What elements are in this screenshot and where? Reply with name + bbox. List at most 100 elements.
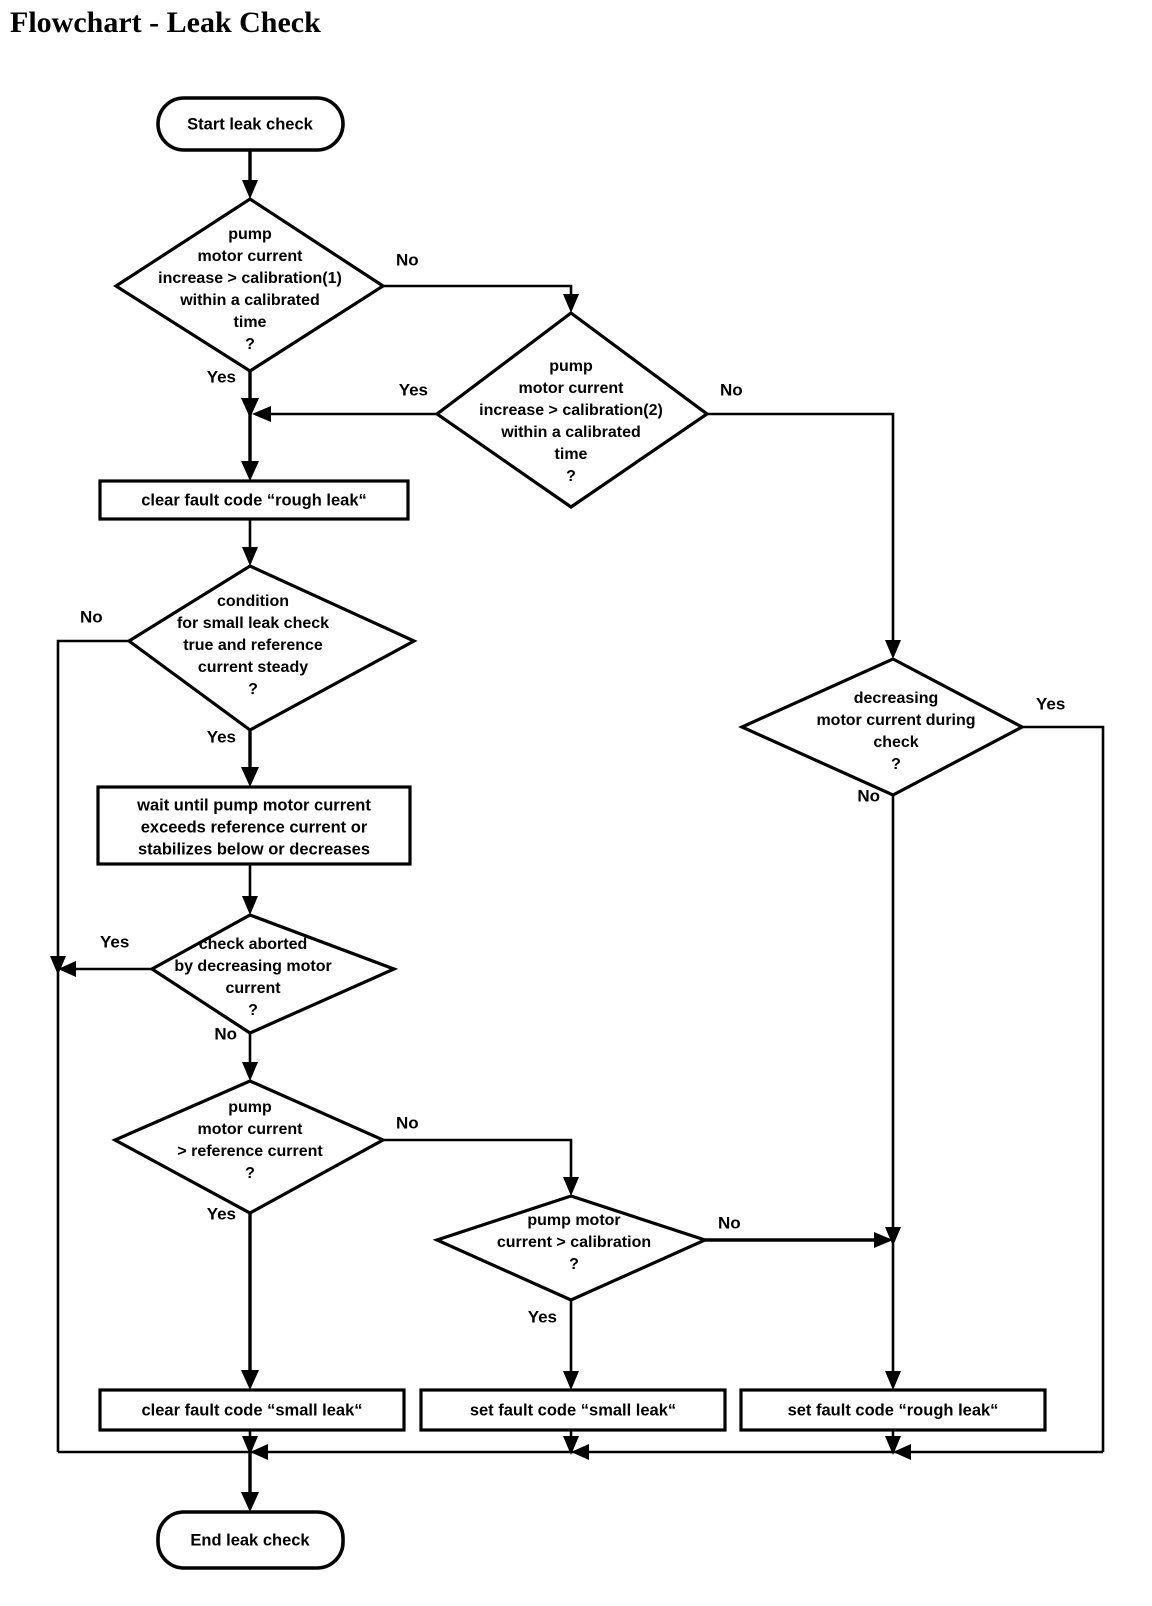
p5-box-shape [739,1388,1047,1432]
edge-d1-no [383,284,573,300]
node-process-set-small-leak[interactable]: set fault code “small leak“ [419,1388,727,1432]
end-label: End leak check [190,1531,310,1549]
arrowhead-d1-no [563,294,579,313]
d5-line-3: > reference current [177,1143,323,1160]
edge-label-d3-yes: Yes [207,727,236,746]
d1-line-6: ? [245,336,255,353]
page-title: Flowchart - Leak Check [10,6,321,39]
d2-diamond-shape [434,311,710,509]
d5-line-4: ? [245,1165,255,1182]
d4-line-2: by decreasing motor [174,958,331,975]
edge-label-d1-no: No [396,250,419,269]
node-decision-current-gt-calibration[interactable]: pump motor current > calibration ? [432,1194,710,1302]
arrowhead-bus-to-end [241,1492,259,1512]
edge-label-d2-yes: Yes [399,380,428,399]
d1-line-5: time [234,314,267,331]
d1-line-4: within a calibrated [179,292,320,309]
start-label: Start leak check [187,115,313,133]
d2-line-3: increase > calibration(2) [479,402,663,419]
d1-line-3: increase > calibration(1) [158,270,342,287]
p4-line-1: set fault code “small leak“ [470,1401,676,1419]
arrowhead-p3-to-bus [242,1436,258,1455]
d2-line-6: ? [566,468,576,485]
arrowhead-d5-yes [241,1370,259,1390]
d2-line-4: within a calibrated [500,424,641,441]
d3-line-4: current steady [198,659,308,676]
d7-line-2: current > calibration [497,1234,651,1251]
edge-label-d7-yes: Yes [528,1307,557,1326]
d1-diamond-shape [113,197,386,373]
d3-line-5: ? [248,681,258,698]
edge-label-d4-no: No [214,1024,237,1043]
node-end-leak-check[interactable]: End leak check [156,1510,345,1570]
node-process-wait-until-current[interactable]: wait until pump motor current exceeds re… [96,785,412,866]
arrowhead-d2-no [885,640,901,659]
d5-line-1: pump [228,1099,272,1116]
node-decision-current-gt-reference[interactable]: pump motor current > reference current ? [111,1079,387,1215]
edge-label-d1-yes: Yes [207,367,236,386]
p2-line-3: stabilizes below or decreases [138,840,370,858]
p2-line-2: exceeds reference current or [141,818,368,836]
node-decision-decreasing-current[interactable]: decreasing motor current during check ? [738,657,1026,797]
p5-line-1: set fault code “rough leak“ [788,1401,999,1419]
arrowhead-d3-yes [241,767,259,787]
d1-line-2: motor current [198,248,304,265]
edge-d2-no [707,412,895,645]
edge-label-d5-yes: Yes [207,1204,236,1223]
edge-label-d4-yes: Yes [100,932,129,951]
arrowhead-p1-to-d3 [242,547,258,566]
node-decision-current-increase-cal1[interactable]: pump motor current increase > calibratio… [113,197,386,373]
arrowhead-d7-yes [563,1371,579,1390]
p3-box-shape [98,1388,406,1432]
d7-diamond-shape [432,1194,710,1302]
d5-diamond-shape [111,1079,387,1215]
arrowhead-bus-right-into-end [250,1444,268,1460]
end-terminator-shape [156,1510,345,1570]
node-decision-current-increase-cal2[interactable]: pump motor current increase > calibratio… [434,311,710,509]
arrowhead-d7-no [874,1232,893,1248]
d1-line-1: pump [228,226,272,243]
arrowhead-d2-yes [252,406,271,422]
d2-line-2: motor current [519,380,625,397]
arrowhead-merge-to-p1 [241,461,259,481]
node-decision-small-leak-condition[interactable]: condition for small leak check true and … [126,564,418,732]
arrowhead-d6-no-to-p5 [885,1371,901,1390]
arrowhead-d1-yes-merge [241,398,259,418]
d6-line-4: ? [891,756,901,773]
arrowhead-d4-yes [58,961,76,977]
node-process-set-rough-leak[interactable]: set fault code “rough leak“ [739,1388,1047,1432]
start-terminator-shape [156,96,345,152]
d6-line-3: check [873,734,918,751]
d6-line-1: decreasing [854,690,938,707]
arrowhead-rail-down-marker [50,956,66,975]
edge-label-d5-no: No [396,1113,419,1132]
edge-label-d3-no: No [80,607,103,626]
node-process-clear-small-leak[interactable]: clear fault code “small leak“ [98,1388,406,1432]
arrowhead-bus-p4 [571,1444,589,1460]
d5-line-2: motor current [198,1121,304,1138]
arrowhead-p4-to-bus [563,1436,579,1455]
p4-box-shape [419,1388,727,1432]
edge-d6-yes-rail [1022,725,1105,1452]
d7-line-3: ? [569,1256,579,1273]
p3-line-1: clear fault code “small leak“ [141,1401,362,1419]
d3-line-2: for small leak check [177,615,329,632]
node-process-clear-rough-leak[interactable]: clear fault code “rough leak“ [98,479,410,521]
edge-d3-no-rail [56,639,129,1452]
d4-line-1: check aborted [199,936,307,953]
d3-line-1: condition [217,593,289,610]
d6-line-2: motor current during [816,712,975,729]
node-start-leak-check[interactable]: Start leak check [156,96,345,152]
arrowhead-bus-p5 [893,1444,911,1460]
connector-layer [50,149,1105,1512]
p1-box-shape [98,479,410,521]
d6-diamond-shape [738,657,1026,797]
node-decision-check-aborted[interactable]: check aborted by decreasing motor curren… [148,913,399,1035]
d2-line-5: time [555,446,588,463]
edge-label-d7-no: No [718,1213,741,1232]
edge-d5-no [383,1138,573,1182]
d4-line-3: current [225,980,281,997]
d4-line-4: ? [248,1002,258,1019]
